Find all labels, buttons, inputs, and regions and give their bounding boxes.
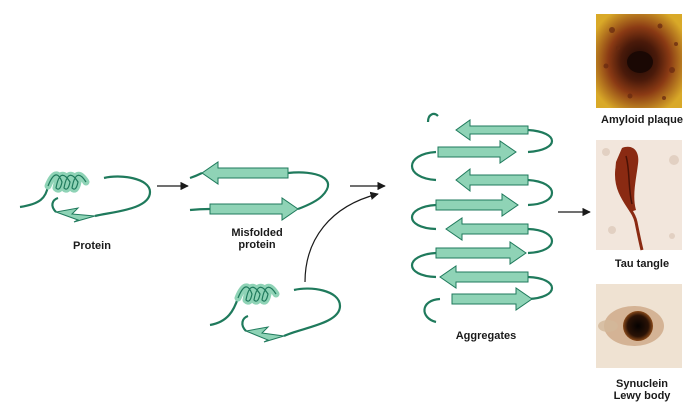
protein-label: Protein [73, 240, 111, 252]
amyloid-plaque-label: Amyloid plaque [601, 114, 683, 126]
misfolded-protein-label-line1: Misfolded [231, 227, 283, 239]
aggregates-beta-sheet-stack [410, 112, 554, 324]
native-protein-ribbon [19, 175, 152, 223]
tau-tangle-image [596, 140, 682, 251]
synuclein-label-line2: Lewy body [613, 390, 671, 402]
arrow-second-protein-to-aggregates [304, 191, 379, 283]
amyloid-plaque-image [596, 14, 682, 108]
synuclein-label-line1: Synuclein [616, 378, 668, 390]
synuclein-lewy-body-label: Synuclein Lewy body [592, 378, 692, 402]
lewy-body-image [596, 284, 682, 368]
misfolded-protein-label-line2: protein [238, 239, 276, 251]
second-native-protein-ribbon [209, 287, 342, 343]
aggregates-label: Aggregates [455, 330, 517, 342]
misfolded-protein-label: Misfolded protein [222, 227, 292, 251]
tau-tangle-label: Tau tangle [614, 258, 670, 270]
misfolded-protein-ribbon [189, 161, 330, 221]
